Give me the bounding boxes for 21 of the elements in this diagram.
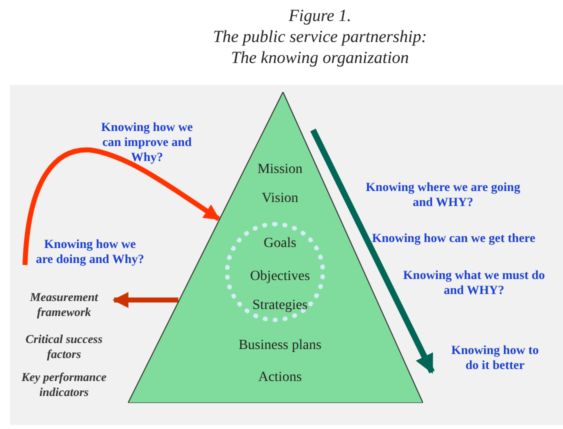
measure-text: Measurement framework (28, 290, 100, 320)
note-text: Knowing where we are going and WHY? (364, 180, 522, 210)
dotted-circle (225, 222, 325, 322)
figure-title: The public service partnership: The knowing organization (212, 26, 428, 68)
note-text: Knowing what we must do and WHY? (402, 268, 546, 298)
note-text: Knowing how can we get there (372, 231, 536, 246)
edge-label: Knowing how we can improve and Why? (100, 120, 194, 165)
note-text: Knowing how to do it better (450, 343, 540, 373)
note-text: Knowing how we are doing and Why? (35, 237, 145, 267)
arrow (22, 148, 220, 266)
figure-number: Figure 1. (288, 5, 352, 26)
circle-level-text: Strategies (252, 298, 308, 314)
circle-level-text: Goals (264, 236, 296, 252)
pyramid-level-text: Mission (257, 162, 303, 178)
measure-text: Critical success factors (24, 332, 104, 362)
circle-level-text: Objectives (250, 269, 310, 285)
pyramid-level-text: Vision (262, 191, 298, 207)
pyramid-level-text: Actions (258, 370, 302, 386)
arrow (112, 292, 178, 308)
measure-text: Key performance indicators (20, 370, 108, 400)
pyramid-level-text: Business plans (238, 338, 322, 354)
